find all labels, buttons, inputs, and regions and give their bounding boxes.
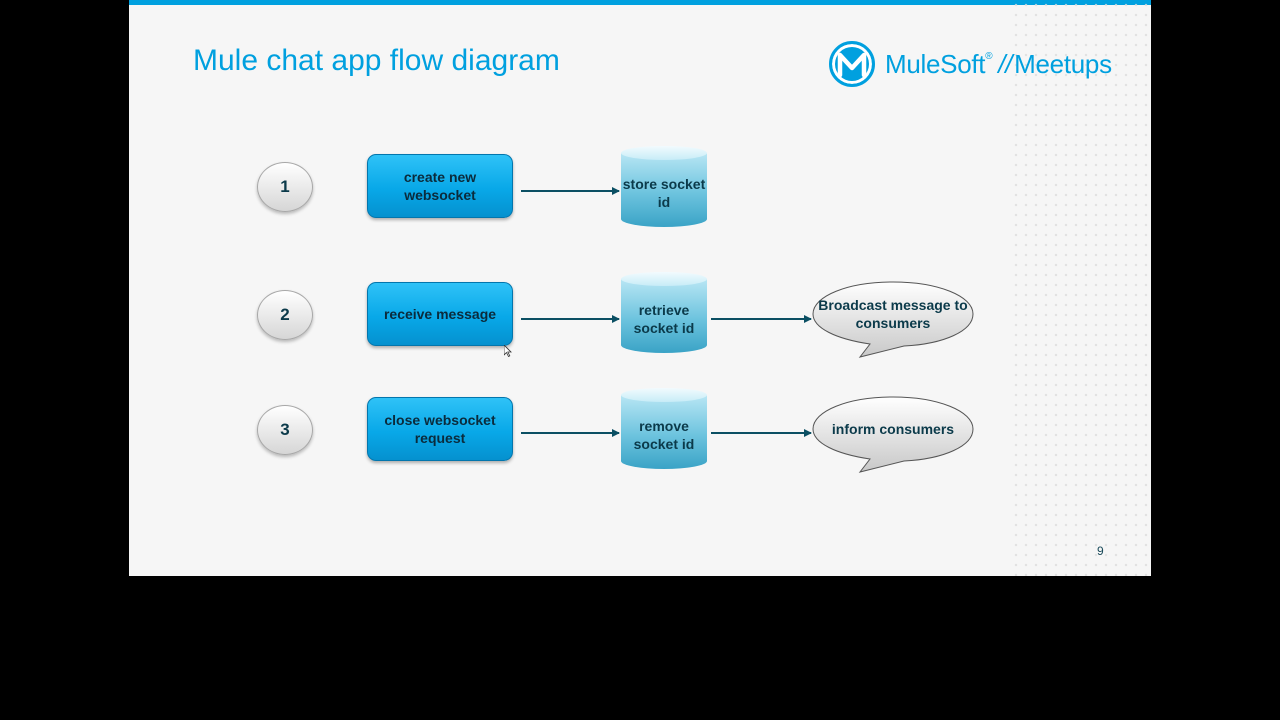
database-store-socket-id: store socket id [621,146,707,234]
page-number: 9 [1097,544,1104,558]
mulesoft-m-icon [829,41,875,87]
action-box-receive-message: receive message [367,282,513,346]
step-number-1: 1 [257,162,313,212]
database-remove-socket-id: remove socket id [621,388,707,476]
logo-wordmark: MuleSoft® //Meetups [885,49,1112,80]
database-label: store socket id [622,176,706,210]
logo-brand: MuleSoft [885,48,986,79]
database-retrieve-socket-id: retrieve socket id [621,272,707,360]
logo-product: Meetups [1014,48,1112,79]
database-cylinder-cap [621,146,707,160]
slide: Mule chat app flow diagram MuleSoft® //Me… [129,0,1151,576]
action-box-close-websocket: close websocket request [367,397,513,461]
mulesoft-meetups-logo: MuleSoft® //Meetups [829,38,1112,90]
slide-top-bar [129,0,1151,5]
logo-separator: // [998,48,1013,79]
database-cylinder-cap [621,272,707,286]
speech-bubble-broadcast: Broadcast message to consumers [812,281,974,361]
database-cylinder-body [621,279,707,353]
step-number-2: 2 [257,290,313,340]
database-cylinder-body [621,153,707,227]
slide-title: Mule chat app flow diagram [193,44,560,77]
dot-pattern-decoration [1011,0,1151,576]
database-cylinder-body [621,395,707,469]
database-label: remove socket id [633,418,695,452]
speech-bubble-label: inform consumers [831,421,955,437]
database-cylinder-cap [621,388,707,402]
speech-bubble-label: Broadcast message to consumers [818,297,968,331]
step-number-3: 3 [257,405,313,455]
speech-bubble-inform: inform consumers [812,396,974,476]
action-box-create-websocket: create new websocket [367,154,513,218]
logo-trademark: ® [985,50,993,62]
database-label: retrieve socket id [633,302,695,336]
mouse-pointer-icon [503,344,512,362]
flow-arrows [521,187,812,437]
